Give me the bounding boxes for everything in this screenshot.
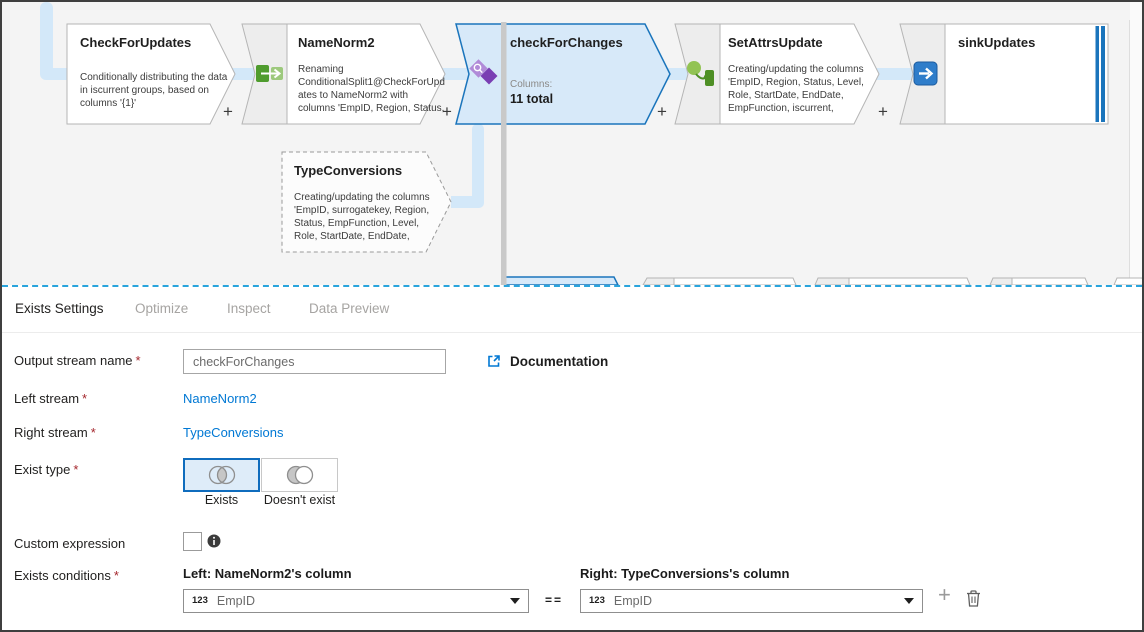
- node-title-checkforchanges: checkForChanges: [510, 35, 623, 50]
- required-marker: *: [135, 353, 141, 368]
- node-columns-value: 11 total: [510, 92, 554, 106]
- tab-optimize[interactable]: Optimize: [135, 301, 189, 316]
- exist-type-text: Exist type: [14, 462, 71, 477]
- left-column-dropdown[interactable]: 123 EmpID: [183, 589, 529, 613]
- node-title-checkforupdates: CheckForUpdates: [80, 35, 192, 50]
- tab-inspect[interactable]: Inspect: [227, 301, 271, 316]
- node-desc-namenorm2: Renaming ConditionalSplit1@CheckForUpdat…: [298, 64, 445, 114]
- partial-node-selected[interactable]: [501, 276, 619, 285]
- typeconversions-elbow-h: [451, 196, 478, 208]
- exist-type-label: Exist type*: [14, 462, 78, 477]
- left-stream-text: Left stream: [14, 391, 80, 406]
- add-transform-button-4[interactable]: +: [878, 102, 888, 121]
- output-stream-name-input[interactable]: [183, 349, 446, 374]
- incoming-elbow-connector: [40, 2, 53, 80]
- exists-conditions-label: Exists conditions*: [14, 568, 119, 583]
- settings-panel: Exists Settings Optimize Inspect Data Pr…: [2, 287, 1142, 630]
- add-transform-button-2[interactable]: +: [442, 102, 452, 121]
- left-column-header: Left: NameNorm2's column: [183, 566, 352, 581]
- integer-type-badge: 123: [589, 594, 605, 606]
- node-sinkupdates[interactable]: [944, 23, 1109, 125]
- left-stream-label: Left stream*: [14, 391, 87, 406]
- right-column-dropdown[interactable]: 123 EmpID: [580, 589, 923, 613]
- partial-node-5[interactable]: [1113, 277, 1142, 285]
- partial-node-3[interactable]: [848, 277, 971, 285]
- add-transform-button-3[interactable]: +: [657, 102, 667, 121]
- partial-node-2[interactable]: [673, 277, 797, 285]
- node-title-typeconversions: TypeConversions: [294, 163, 403, 178]
- custom-expression-checkbox[interactable]: [183, 532, 202, 551]
- sink-end-bar-2: [1101, 26, 1105, 122]
- canvas-graph-layer: [40, 2, 1142, 285]
- canvas-vertical-bar[interactable]: [501, 22, 507, 285]
- right-column-value: EmpID: [613, 594, 653, 608]
- output-stream-name-text: Output stream name: [14, 353, 133, 368]
- custom-expression-text: Custom expression: [14, 536, 126, 551]
- derived-column-icon: [687, 61, 714, 86]
- node-setattrsupdate[interactable]: [719, 23, 880, 125]
- add-transform-button-1[interactable]: +: [223, 102, 233, 121]
- tab-divider: [2, 332, 1142, 333]
- chevron-down-icon: [904, 598, 914, 604]
- right-stream-value-link[interactable]: TypeConversions: [183, 425, 284, 440]
- required-marker: *: [113, 568, 119, 583]
- exists-transform-icon: [469, 59, 498, 85]
- equality-operator: ==: [545, 593, 564, 607]
- node-title-namenorm2: NameNorm2: [298, 35, 375, 50]
- panel-splitter[interactable]: [2, 285, 1142, 287]
- node-checkforchanges-selected[interactable]: [455, 23, 671, 125]
- output-stream-name-label: Output stream name*: [14, 353, 141, 368]
- integer-type-badge: 123: [192, 594, 208, 606]
- required-marker: *: [73, 462, 79, 477]
- conditional-split-icon: [256, 65, 283, 82]
- exists-option-label: Exists: [204, 493, 239, 507]
- tab-exists-settings[interactable]: Exists Settings: [15, 301, 104, 316]
- tab-data-preview[interactable]: Data Preview: [309, 301, 390, 316]
- sink-icon: [913, 61, 938, 86]
- node-desc-typeconversions: Creating/updating the columns 'EmpID, su…: [294, 192, 430, 242]
- trash-icon[interactable]: [965, 589, 982, 608]
- right-stream-text: Right stream: [14, 425, 88, 440]
- right-stream-label: Right stream*: [14, 425, 96, 440]
- canvas-right-strip: [1130, 2, 1142, 285]
- custom-expression-label: Custom expression: [14, 536, 125, 551]
- doesnt-exist-venn-icon: [286, 465, 313, 485]
- external-link-icon[interactable]: [486, 353, 502, 369]
- info-icon[interactable]: [207, 534, 221, 548]
- left-column-value: EmpID: [216, 594, 256, 608]
- node-desc-checkforupdates: Conditionally distributing the data in i…: [80, 72, 228, 109]
- exists-venn-icon: [208, 465, 235, 485]
- node-columns-label: Columns:: [510, 79, 553, 90]
- documentation-link[interactable]: Documentation: [510, 354, 609, 369]
- right-column-header: Right: TypeConversions's column: [580, 566, 790, 581]
- partial-node-3-iconbox[interactable]: [814, 277, 850, 285]
- node-title-setattrsupdate: SetAttrsUpdate: [728, 35, 823, 50]
- left-stream-value-link[interactable]: NameNorm2: [183, 391, 257, 406]
- node-title-sinkupdates: sinkUpdates: [958, 35, 1036, 50]
- dataflow-canvas[interactable]: CheckForUpdates Conditionally distributi…: [2, 2, 1142, 285]
- exists-conditions-text: Exists conditions: [14, 568, 111, 583]
- doesnt-exist-option-label: Doesn't exist: [263, 493, 336, 507]
- exist-type-exists-button[interactable]: [183, 458, 260, 492]
- required-marker: *: [90, 425, 96, 440]
- chevron-down-icon: [510, 598, 520, 604]
- canvas-right-edge-line: [1129, 20, 1130, 285]
- sink-end-bar-1: [1095, 26, 1099, 122]
- exist-type-doesnt-exist-button[interactable]: [261, 458, 338, 492]
- node-desc-setattrsupdate: Creating/updating the columns 'EmpID, Re…: [728, 64, 864, 114]
- partial-node-4-iconbox[interactable]: [989, 277, 1013, 285]
- partial-node-2-iconbox[interactable]: [642, 277, 675, 285]
- node-checkforupdates[interactable]: [66, 23, 236, 125]
- partial-node-4[interactable]: [1011, 277, 1089, 285]
- node-namenorm2[interactable]: [286, 23, 446, 125]
- required-marker: *: [82, 391, 88, 406]
- typeconversions-elbow-v: [472, 124, 484, 208]
- node-typeconversions[interactable]: [281, 151, 452, 253]
- add-condition-button[interactable]: +: [938, 582, 951, 607]
